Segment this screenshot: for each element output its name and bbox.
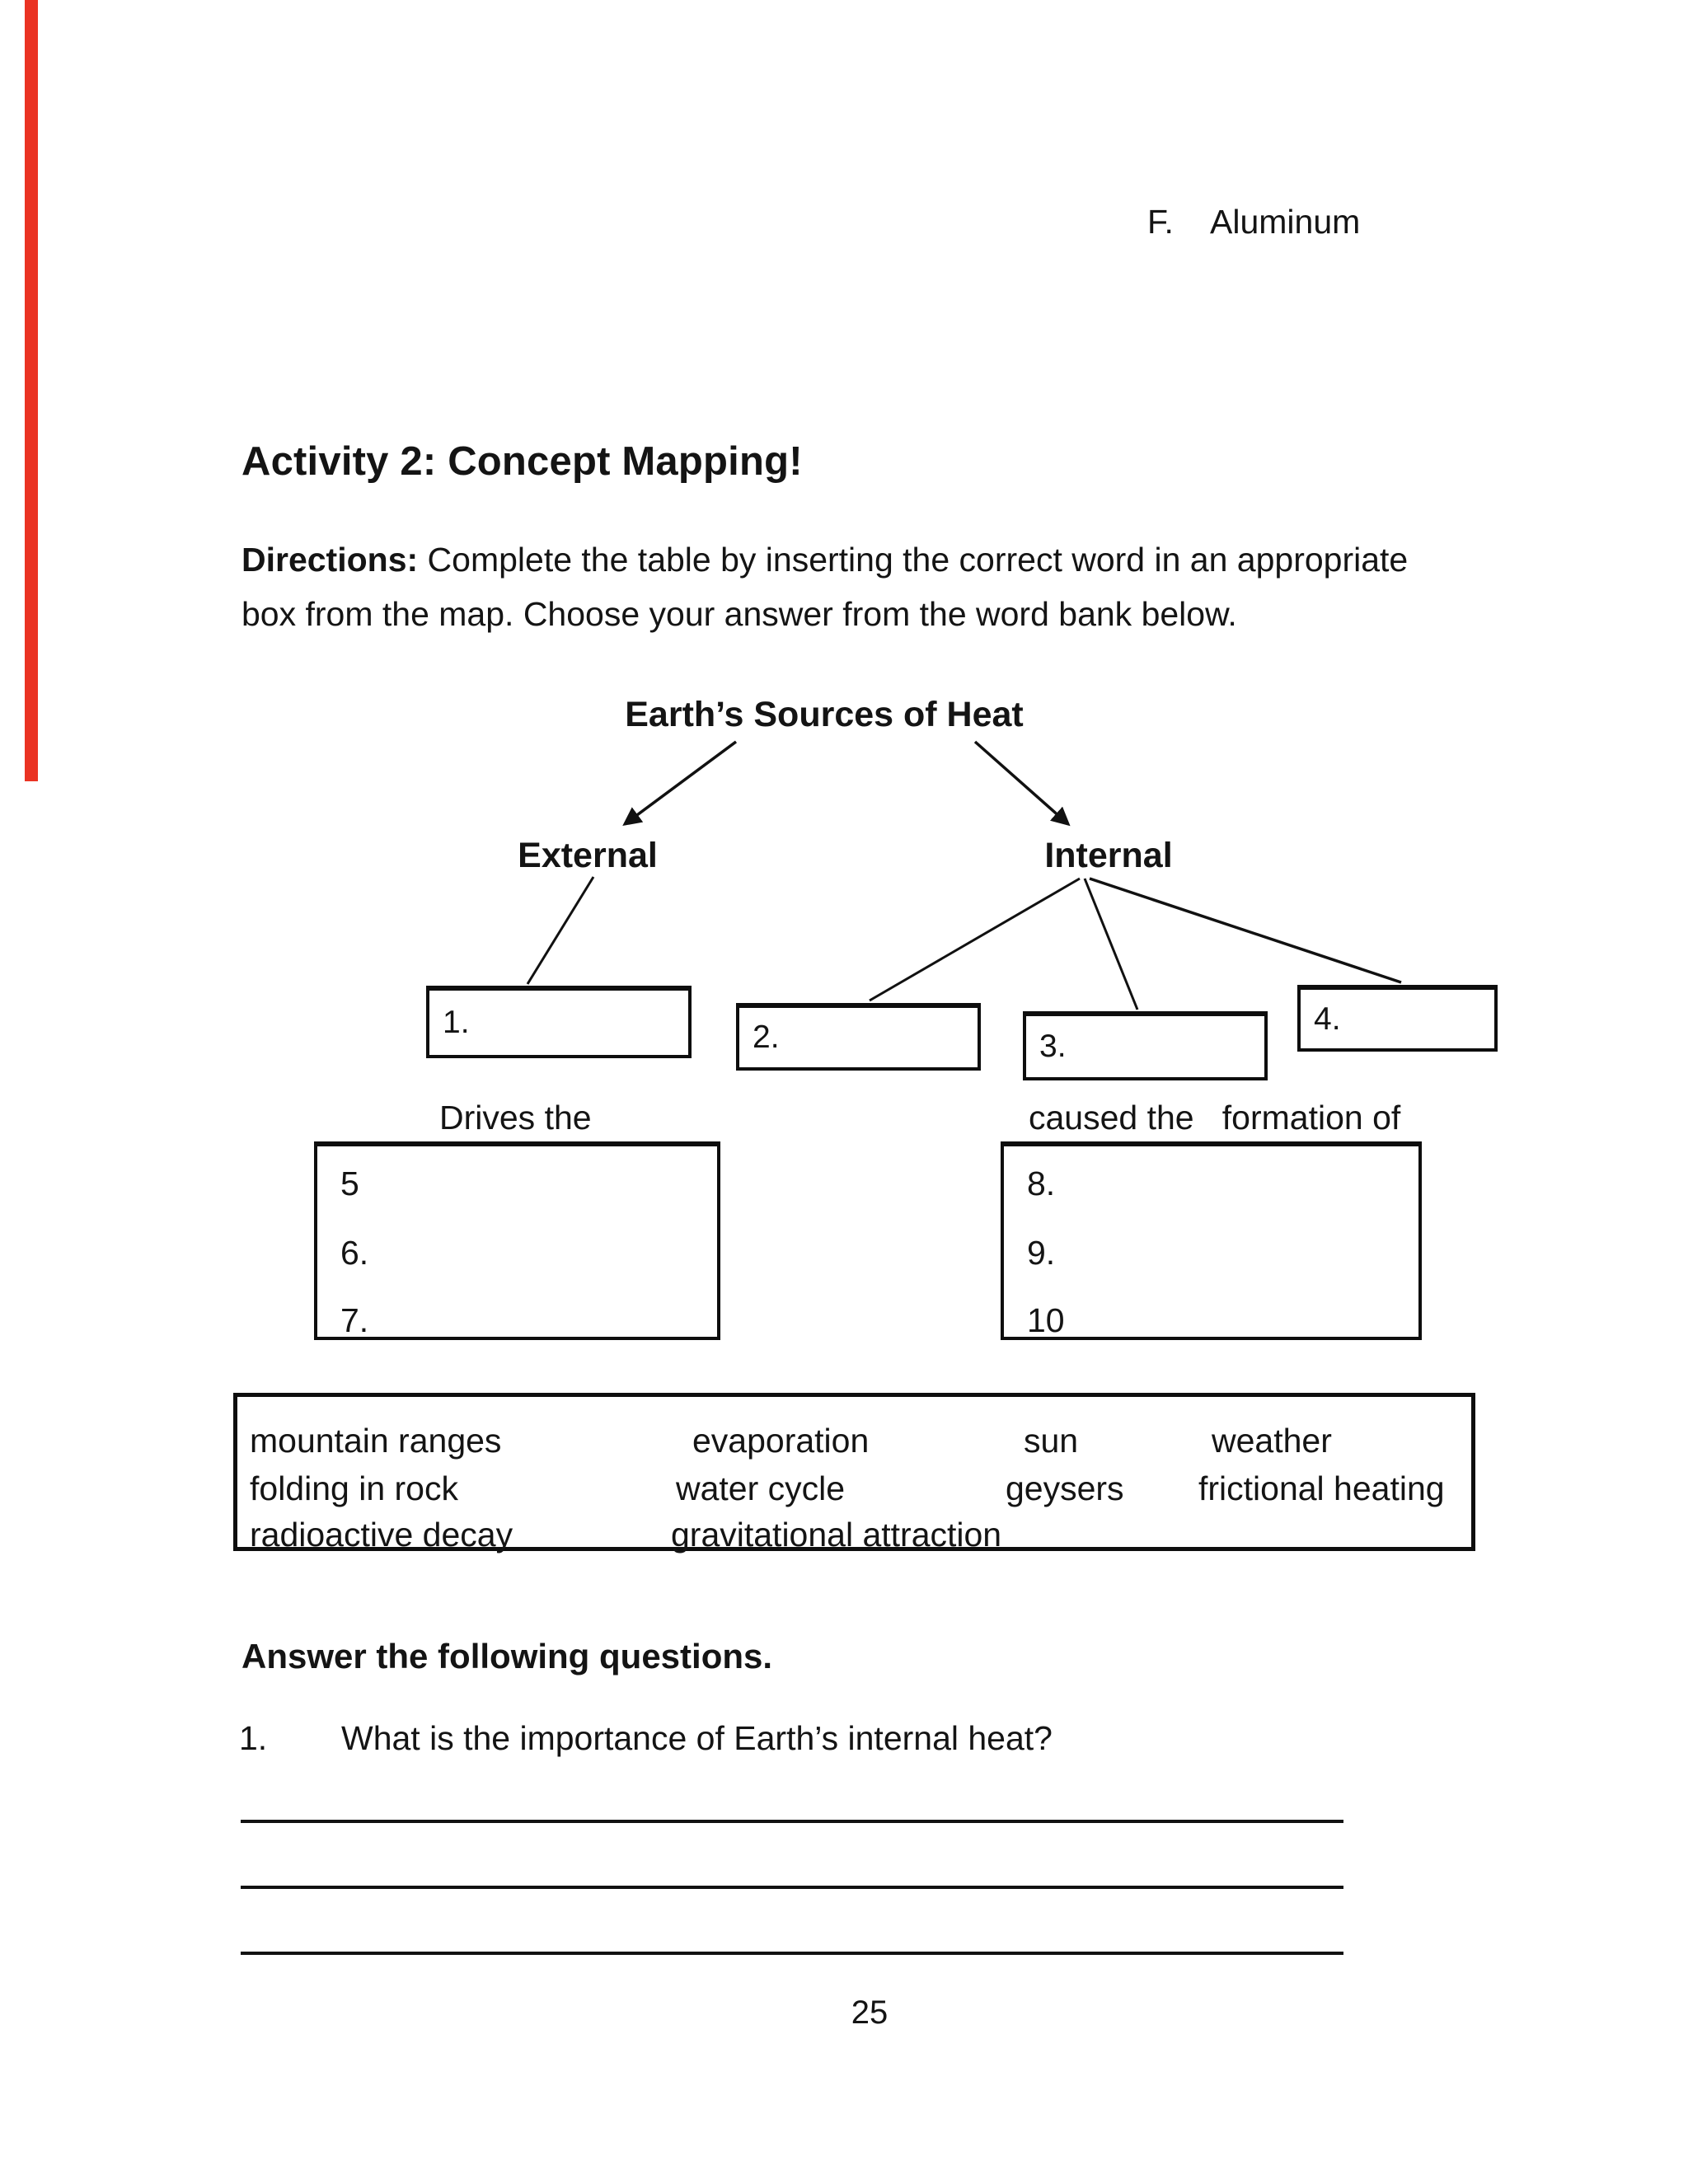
- line-internal-to-box3: [1083, 878, 1139, 1010]
- word-bank-item: evaporation: [692, 1422, 870, 1460]
- arrow-title-to-internal: [973, 740, 1071, 827]
- list-item-6: 6.: [340, 1234, 369, 1272]
- box-4-label: 4.: [1314, 1001, 1341, 1037]
- list-item-7: 7.: [340, 1301, 369, 1339]
- word-bank-item: frictional heating: [1198, 1469, 1445, 1507]
- directions-line-1: Directions: Complete the table by insert…: [241, 532, 1494, 587]
- choice-letter: F.: [1147, 203, 1174, 241]
- word-bank-item: radioactive decay: [250, 1516, 513, 1554]
- line-external-to-box1: [526, 876, 595, 985]
- word-bank-item: geysers: [1006, 1469, 1124, 1507]
- multiple-choice-item-f: F. Aluminum: [1147, 203, 1360, 241]
- word-bank-item: weather: [1212, 1422, 1332, 1460]
- question-1-text: What is the importance of Earth’s intern…: [341, 1719, 1053, 1757]
- word-bank-row: folding in rock water cycle geysers fric…: [237, 1469, 1471, 1511]
- caption-caused-formation: caused the formation of: [1029, 1099, 1401, 1137]
- questions-heading: Answer the following questions.: [241, 1637, 773, 1675]
- arrow-title-to-external: [622, 740, 738, 827]
- concept-map-title: Earth’s Sources of Heat: [625, 695, 1024, 734]
- directions-text-1: Complete the table by inserting the corr…: [418, 541, 1409, 579]
- word-bank-item: folding in rock: [250, 1469, 458, 1507]
- directions-label: Directions:: [241, 541, 419, 579]
- word-bank: mountain ranges evaporation sun weather …: [233, 1393, 1475, 1554]
- red-margin-bar: [25, 0, 38, 781]
- activity-heading: Activity 2: Concept Mapping!: [241, 439, 803, 484]
- line-internal-to-box4: [1089, 877, 1402, 984]
- caption-drives-the: Drives the: [439, 1099, 592, 1137]
- word-bank-item: mountain ranges: [250, 1422, 502, 1460]
- answer-blank-line: [241, 1952, 1343, 1955]
- box-2-label: 2.: [753, 1019, 780, 1055]
- box-3-label: 3.: [1039, 1029, 1067, 1064]
- branch-label-external: External: [518, 836, 658, 875]
- list-item-8: 8.: [1027, 1165, 1056, 1202]
- fill-in-list-box-5-7: 5 6. 7.: [314, 1141, 720, 1340]
- word-bank-item: water cycle: [676, 1469, 846, 1507]
- list-item-9: 9.: [1027, 1234, 1056, 1272]
- fill-in-box-1: 1.: [426, 986, 692, 1058]
- question-1: 1. What is the importance of Earth’s int…: [239, 1719, 1053, 1758]
- answer-blank-line: [241, 1886, 1343, 1889]
- word-bank-item: sun: [1024, 1422, 1079, 1460]
- list-item-5: 5: [340, 1165, 359, 1202]
- fill-in-box-2: 2.: [736, 1003, 981, 1071]
- fill-in-box-3: 3.: [1023, 1011, 1268, 1080]
- directions-paragraph: Directions: Complete the table by insert…: [241, 532, 1494, 641]
- list-item-10: 10: [1027, 1301, 1065, 1339]
- choice-text: Aluminum: [1210, 203, 1361, 241]
- fill-in-box-4: 4.: [1297, 985, 1498, 1052]
- fill-in-list-box-8-10: 8. 9. 10: [1001, 1141, 1422, 1340]
- page-number: 25: [851, 1994, 889, 2031]
- word-bank-row: mountain ranges evaporation sun weather: [237, 1422, 1471, 1463]
- answer-blank-line: [241, 1820, 1343, 1823]
- line-internal-to-box2: [869, 877, 1081, 1002]
- directions-line-2: box from the map. Choose your answer fro…: [241, 595, 1237, 633]
- branch-label-internal: Internal: [1044, 836, 1173, 875]
- box-1-label: 1.: [443, 1005, 470, 1040]
- question-1-number: 1.: [239, 1719, 268, 1757]
- word-bank-row: radioactive decay gravitational attracti…: [237, 1516, 1471, 1557]
- word-bank-item: gravitational attraction: [671, 1516, 1002, 1554]
